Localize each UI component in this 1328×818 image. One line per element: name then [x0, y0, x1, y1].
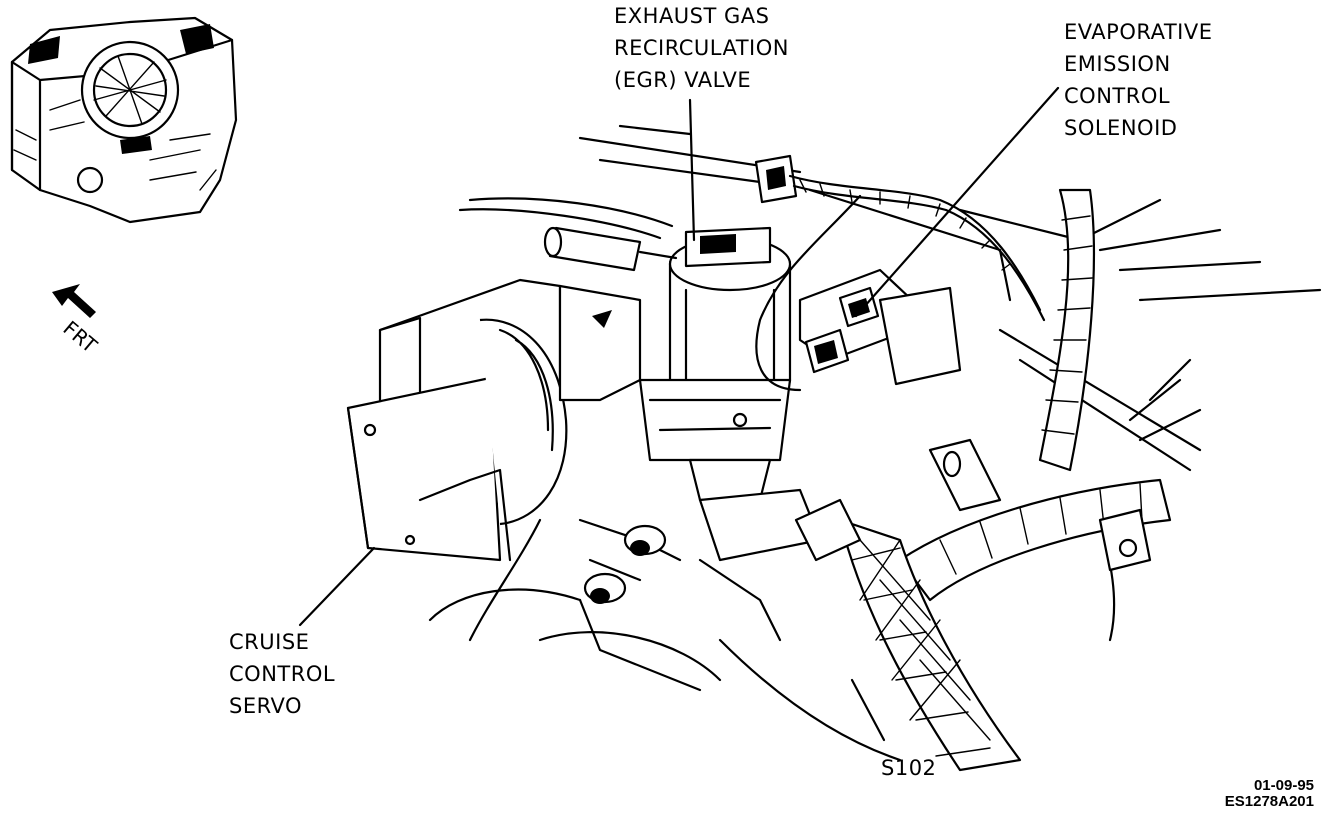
label-evap-line-1: EVAPORATIVE [1064, 20, 1213, 44]
leader-lines [298, 86, 1060, 742]
label-evap-line-3: CONTROL [1064, 84, 1171, 108]
figure-date: 01-09-95 [1253, 777, 1314, 794]
wiring-harness [794, 188, 1202, 772]
engine-locator-thumbnail [10, 16, 238, 224]
leader-egr [688, 98, 696, 242]
figure-id: ES1278A201 [1224, 793, 1314, 810]
label-evap-line-2: EMISSION [1064, 52, 1171, 76]
label-splice-s102: S102 [881, 756, 937, 780]
label-egr-line-1: EXHAUST GAS [614, 4, 770, 28]
label-cruise-line-1: CRUISE [229, 630, 310, 654]
label-cruise-line-2: CONTROL [229, 662, 336, 686]
egr-connector-wiring [754, 154, 1046, 392]
leader-s102 [850, 678, 886, 742]
label-evap-line-4: SOLENOID [1064, 116, 1178, 140]
leader-evap [854, 86, 1060, 318]
figure-code: 01-09-95 ES1278A201 [1225, 778, 1314, 810]
label-cruise-line-3: SERVO [229, 694, 303, 718]
evap-emission-solenoid [798, 268, 962, 386]
cruise-control-servo [346, 278, 642, 642]
label-egr-valve: EXHAUST GAS RECIRCULATION (EGR) VALVE [614, 0, 789, 96]
front-direction-arrow-icon [52, 284, 96, 318]
label-evap-solenoid: EVAPORATIVE EMISSION CONTROL SOLENOID [1064, 16, 1212, 144]
egr-valve [638, 226, 822, 562]
label-egr-line-3: (EGR) VALVE [614, 68, 752, 92]
egr-tube [543, 226, 678, 272]
label-cruise-servo: CRUISE CONTROL SERVO [229, 626, 335, 722]
label-egr-line-2: RECIRCULATION [614, 36, 789, 60]
leader-cruise [298, 546, 376, 627]
mounting-bolts [578, 518, 682, 604]
